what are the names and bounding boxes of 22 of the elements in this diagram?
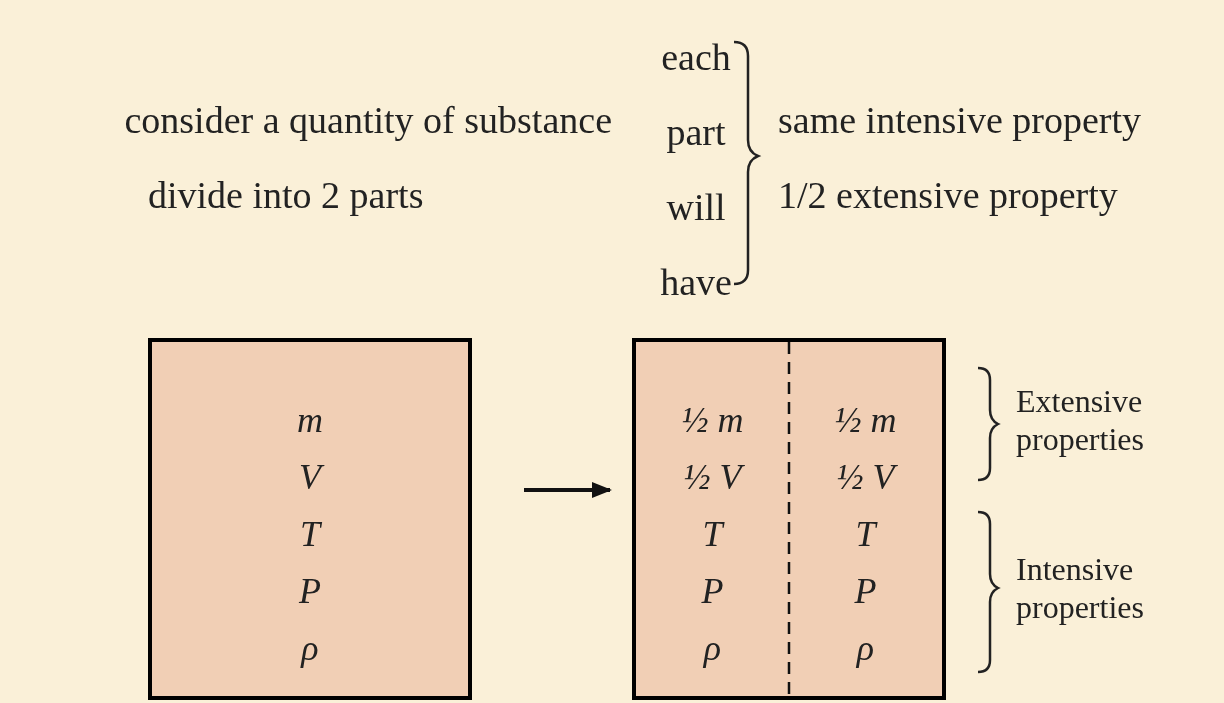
property-symbol: ρ xyxy=(301,627,319,670)
property-symbol: ½ m xyxy=(681,399,744,442)
property-symbol: ½ m xyxy=(834,399,897,442)
property-symbol: T xyxy=(702,513,723,556)
group-label: Intensive properties xyxy=(1016,550,1145,626)
container-box xyxy=(632,338,946,700)
property-symbol: T xyxy=(855,513,876,556)
property-symbol: ρ xyxy=(856,627,875,670)
instruction-text: divide into 2 parts xyxy=(148,173,424,218)
property-symbol: ρ xyxy=(703,627,722,670)
property-symbol: P xyxy=(701,570,724,613)
result-text: same intensive property xyxy=(778,98,1141,143)
property-symbol: T xyxy=(300,513,320,556)
group-label: Extensive properties xyxy=(1016,382,1145,458)
arrow xyxy=(524,482,612,498)
result-text: 1/2 extensive property xyxy=(778,173,1118,218)
container-box xyxy=(148,338,472,700)
property-symbol: P xyxy=(299,570,321,613)
stacked-phrase: each part will have xyxy=(659,35,733,305)
property-symbol: P xyxy=(854,570,877,613)
property-symbol: m xyxy=(297,399,323,442)
instruction-text: consider a quantity of substance xyxy=(124,98,612,143)
